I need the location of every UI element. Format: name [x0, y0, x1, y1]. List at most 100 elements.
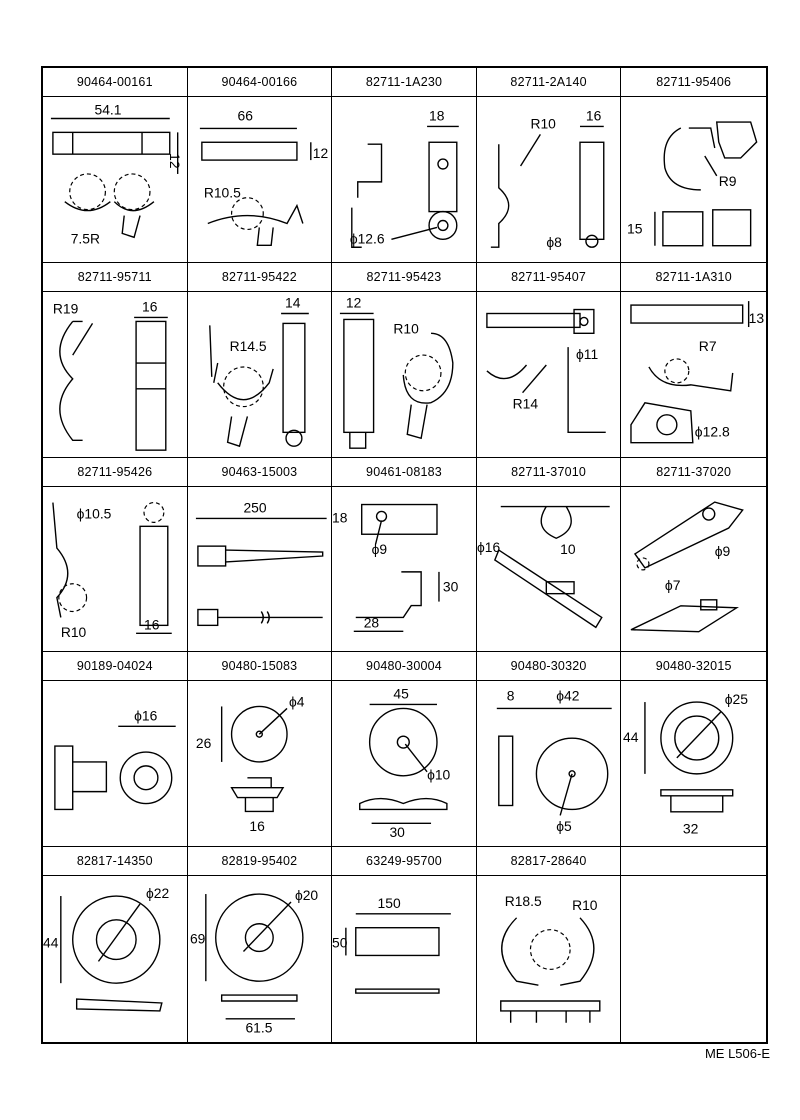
part-cell: 90463-15003 250 — [187, 457, 333, 653]
part-drawing: 18 ϕ12.6 — [332, 98, 476, 262]
part-drawing: 45 ϕ10 30 — [332, 682, 476, 846]
svg-text:ϕ9: ϕ9 — [372, 541, 388, 557]
part-cell: 90464-00166 66 12 R10.5 — [187, 68, 333, 263]
svg-text:28: 28 — [364, 614, 380, 630]
svg-text:32: 32 — [683, 821, 699, 837]
part-cell: 90480-30004 45 ϕ10 30 — [332, 652, 477, 848]
part-drawing: ϕ9 ϕ7 — [621, 488, 766, 652]
svg-text:16: 16 — [586, 107, 602, 123]
svg-text:69: 69 — [190, 931, 206, 947]
part-number: 90464-00166 — [187, 68, 332, 97]
part-drawing: R19 16 — [43, 293, 187, 457]
svg-text:ϕ8: ϕ8 — [546, 234, 562, 250]
svg-text:12: 12 — [346, 294, 362, 310]
part-number: 82711-95422 — [187, 263, 332, 292]
svg-text:ϕ7: ϕ7 — [665, 576, 681, 592]
part-number: 90463-15003 — [187, 458, 332, 487]
svg-text:ϕ4: ϕ4 — [289, 694, 305, 710]
part-drawing: 13 R7 ϕ12.8 — [621, 293, 766, 457]
svg-text:ϕ20: ϕ20 — [295, 887, 318, 903]
svg-text:R10: R10 — [572, 897, 598, 913]
svg-text:250: 250 — [243, 499, 266, 515]
part-number: 82711-37020 — [621, 458, 766, 487]
svg-text:R7: R7 — [699, 338, 717, 354]
svg-text:R18.5: R18.5 — [505, 893, 542, 909]
part-number: 82711-1A310 — [621, 263, 766, 292]
part-cell: 90480-30320 8 ϕ42 ϕ5 — [476, 652, 622, 848]
part-drawing: 8 ϕ42 ϕ5 — [477, 682, 621, 846]
part-cell: 90461-08183 18 ϕ9 30 28 — [332, 457, 477, 653]
part-cell: 63249-95700 150 50 — [332, 847, 477, 1042]
svg-text:R10: R10 — [530, 115, 556, 131]
part-number: 82711-95711 — [43, 263, 187, 292]
part-drawing: 14 R14.5 — [188, 293, 332, 457]
part-number: 82711-1A230 — [332, 68, 476, 97]
part-cell: 82711-95407 ϕ11 R14 — [476, 262, 622, 458]
svg-text:ϕ10.5: ϕ10.5 — [77, 505, 112, 521]
part-number: 82817-14350 — [43, 847, 187, 877]
part-drawing: ϕ20 69 61.5 — [188, 877, 332, 1042]
svg-text:30: 30 — [443, 578, 459, 594]
svg-text:ϕ16: ϕ16 — [134, 708, 157, 724]
part-cell: 82819-95402 ϕ20 69 61.5 — [187, 847, 333, 1042]
part-cell: 82711-95406 R9 15 — [621, 68, 766, 263]
svg-text:R10.5: R10.5 — [203, 185, 240, 201]
part-cell: 90464-00161 54.1 12 7.5R — [43, 68, 188, 263]
svg-text:ϕ11: ϕ11 — [576, 346, 598, 362]
part-cell: 90189-04024 ϕ16 — [43, 652, 188, 848]
svg-text:16: 16 — [144, 616, 160, 632]
part-cell: 90480-32015 ϕ25 44 32 — [621, 652, 766, 848]
svg-text:50: 50 — [332, 935, 348, 951]
part-cell: 82711-37020 ϕ9 ϕ7 — [621, 458, 766, 653]
part-drawing: ϕ25 44 32 — [621, 682, 766, 846]
part-number: 90480-30004 — [332, 652, 476, 682]
part-number: 90480-30320 — [476, 652, 621, 682]
part-number: 90480-32015 — [621, 652, 766, 682]
svg-text:12: 12 — [312, 145, 328, 161]
svg-text:12: 12 — [167, 153, 183, 169]
svg-text:54.1: 54.1 — [94, 102, 121, 118]
part-drawing: ϕ11 R14 — [477, 293, 621, 457]
svg-text:R14.5: R14.5 — [229, 338, 266, 354]
part-number: 90189-04024 — [43, 652, 187, 682]
part-number — [621, 847, 766, 877]
part-number: 82711-95407 — [476, 263, 621, 292]
svg-text:ϕ10: ϕ10 — [427, 767, 450, 783]
part-drawing: 10 ϕ16 — [477, 488, 621, 652]
svg-text:14: 14 — [285, 294, 301, 310]
part-number: 82711-95406 — [621, 68, 766, 97]
svg-text:ϕ22: ϕ22 — [146, 885, 169, 901]
part-drawing: ϕ16 — [43, 682, 187, 846]
part-drawing: ϕ4 26 16 — [188, 682, 332, 846]
part-cell: 82711-95711 R19 16 — [43, 262, 188, 458]
part-drawing: 12 R10 — [332, 293, 476, 457]
svg-text:30: 30 — [390, 825, 406, 841]
part-cell: 82711-95422 14 R14.5 — [187, 262, 333, 458]
part-number: 82711-37010 — [476, 458, 621, 487]
svg-text:16: 16 — [142, 298, 158, 314]
svg-text:ϕ12.6: ϕ12.6 — [350, 230, 385, 246]
part-cell: 82817-14350 ϕ22 44 — [43, 847, 188, 1042]
svg-text:44: 44 — [623, 729, 639, 745]
part-cell: 82711-95423 12 R10 — [332, 262, 477, 458]
empty-cell — [621, 847, 766, 1042]
part-cell: 82817-28640 R18.5 R10 — [476, 847, 622, 1042]
part-number: 90464-00161 — [43, 68, 187, 97]
svg-text:26: 26 — [196, 735, 212, 751]
svg-text:150: 150 — [378, 895, 401, 911]
svg-text:R10: R10 — [61, 624, 87, 640]
part-cell: 82711-37010 10 ϕ16 — [476, 457, 622, 653]
svg-text:7.5R: 7.5R — [71, 230, 100, 246]
part-number: 82817-28640 — [476, 847, 621, 877]
document-reference: ME L506-E — [704, 1046, 770, 1061]
svg-text:44: 44 — [43, 935, 59, 951]
svg-text:R10: R10 — [394, 320, 420, 336]
part-drawing: ϕ10.5 R10 16 — [43, 488, 187, 652]
svg-text:ϕ42: ϕ42 — [556, 688, 579, 704]
part-cell: 82711-1A310 13 R7 ϕ12.8 — [621, 263, 766, 458]
part-number: 82819-95402 — [187, 847, 332, 877]
svg-text:ϕ9: ϕ9 — [715, 543, 731, 559]
svg-text:10: 10 — [560, 541, 576, 557]
part-drawing: 250 — [188, 488, 332, 652]
svg-text:61.5: 61.5 — [245, 1020, 272, 1036]
